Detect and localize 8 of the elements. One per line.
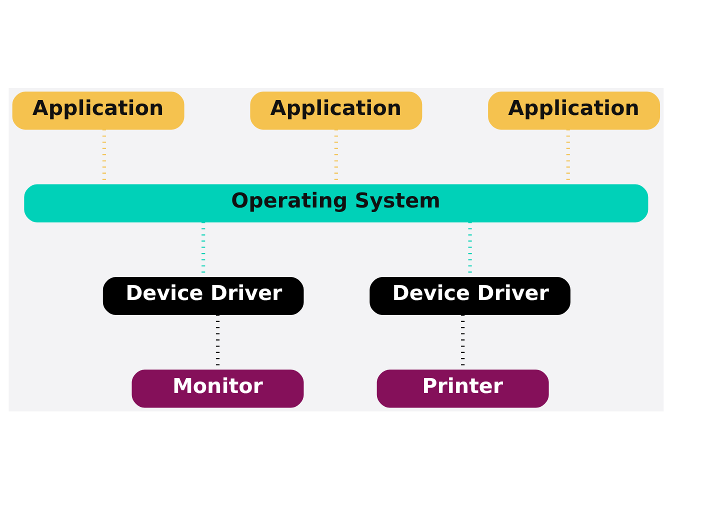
node-box: Application [488,91,660,130]
node-box: Device Driver [370,276,570,315]
node-box: Printer [376,369,549,408]
node-box: Application [250,91,422,130]
node-box: Device Driver [102,276,304,315]
node-box: Operating System [24,184,648,222]
node-box: Monitor [132,369,304,408]
node-box: Application [12,91,184,130]
